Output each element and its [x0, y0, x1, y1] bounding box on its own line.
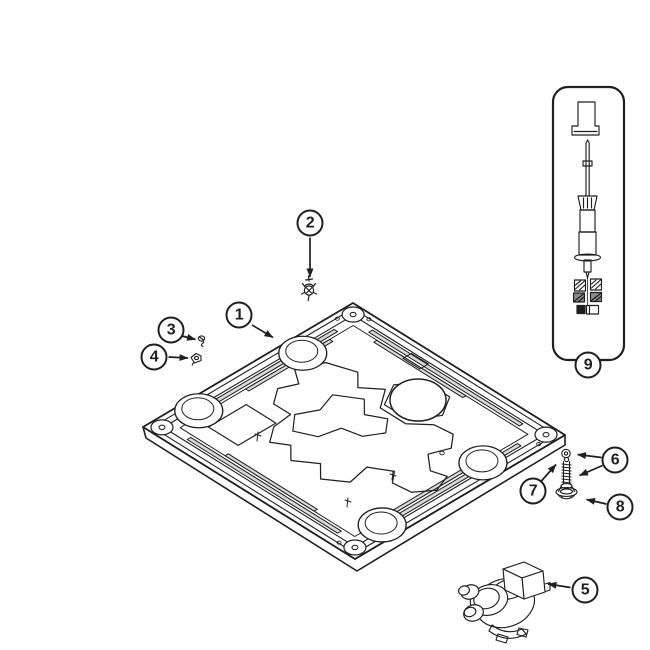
panel-corner-boss: [534, 426, 558, 443]
panel-rim-screw: [536, 442, 542, 447]
panel-channel: [224, 453, 318, 512]
callout-label: 2: [305, 214, 315, 231]
panel-emboss-square: [207, 404, 277, 446]
panel-tick: [344, 497, 352, 508]
callout-3: 3: [157, 316, 185, 344]
callout-arrows: [168, 237, 607, 589]
panel-channel: [368, 329, 524, 427]
callout-label: 8: [615, 498, 625, 515]
panel-corner-hole: [542, 431, 550, 438]
panel-tick: [254, 431, 262, 442]
panel-floor-line: [179, 325, 529, 537]
panel-notch: [402, 352, 429, 370]
pump-drawing: [458, 561, 551, 644]
callout-label: 9: [583, 356, 593, 373]
push-nut-drawing: [190, 352, 202, 366]
clip-fastener-drawing: [300, 275, 318, 302]
callout-2: 2: [296, 209, 324, 237]
callout-label: 1: [234, 306, 244, 323]
callout-4: 4: [140, 343, 168, 371]
callout-label: 6: [610, 451, 620, 468]
panel-rim-screw: [334, 316, 340, 321]
callout-label: 7: [528, 482, 538, 499]
foot-pad-drawing: [555, 483, 578, 500]
panel-dome-inner: [364, 511, 398, 535]
panel-dome-inner: [285, 339, 319, 363]
callout-9: 9: [574, 351, 602, 379]
panel-tick: [389, 471, 397, 481]
callout-label: 4: [149, 348, 159, 365]
panel-tick-hole: [439, 450, 445, 456]
panel-relief: [292, 394, 389, 438]
callout-5: 5: [571, 576, 599, 604]
strut-kit-box: [551, 85, 626, 362]
panel-corner-hole: [351, 544, 359, 551]
panel-corner-hole: [349, 311, 357, 318]
panel-plateau: [269, 361, 454, 493]
screw-drawing: [197, 335, 206, 348]
callout-6: 6: [601, 446, 629, 474]
callout-8: 8: [606, 493, 634, 521]
panel-large-hole: [389, 378, 447, 422]
panel-rim-screw: [336, 540, 342, 545]
panel-corner-hole: [158, 424, 166, 431]
callout-label: 5: [580, 581, 590, 598]
panel-rim-screw: [366, 317, 372, 322]
panel-corner-boss: [343, 539, 367, 556]
panel-dome-inner: [465, 449, 499, 473]
callout-1: 1: [225, 301, 253, 329]
leveling-stem-drawing: [561, 448, 572, 485]
panel-corner-boss: [341, 306, 365, 323]
callout-7: 7: [519, 477, 547, 505]
callout-label: 3: [166, 321, 176, 338]
panel-dome-inner: [181, 397, 215, 421]
panel-corner-boss: [150, 419, 174, 436]
panel-channel: [186, 436, 342, 534]
base-panel-drawing: [142, 302, 566, 572]
strut-assembly-drawing: [571, 101, 603, 315]
